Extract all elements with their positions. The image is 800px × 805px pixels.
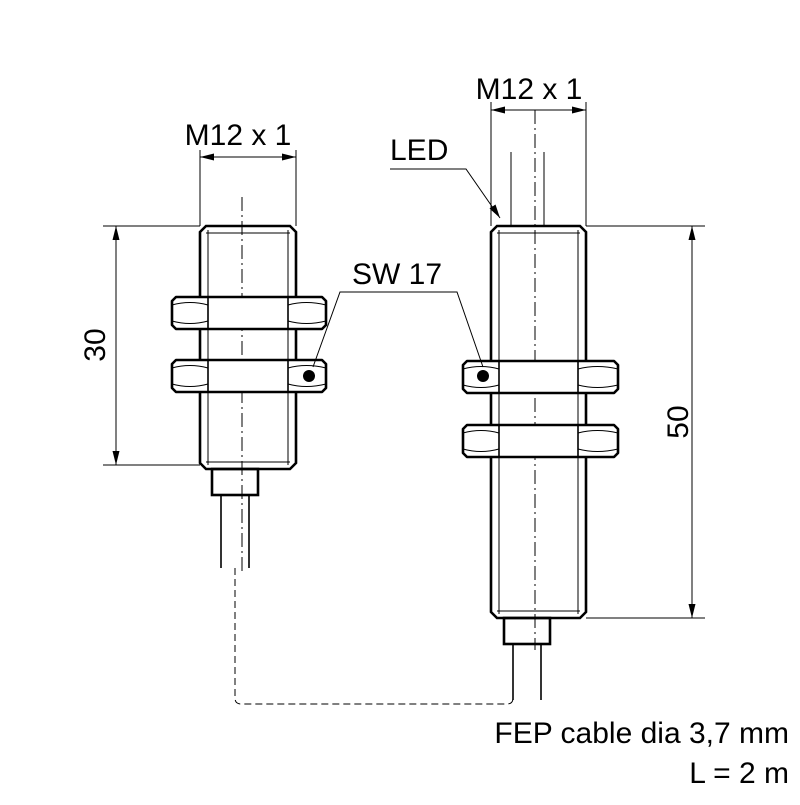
dim-arrow — [112, 451, 120, 465]
dim-arrow — [200, 153, 214, 161]
left-sensor-body — [198, 224, 298, 471]
right-nut-lower — [461, 423, 620, 459]
wrench-size-label: SW 17 — [352, 258, 442, 291]
wrench-leader-line — [312, 291, 484, 368]
cable-note-line2: L = 2 m — [689, 757, 789, 790]
cable-note: FEP cable dia 3,7 mm L = 2 m — [494, 717, 789, 790]
right-thread-label: M12 x 1 — [476, 73, 583, 106]
dim-arrow — [572, 106, 586, 114]
right-nut-upper — [461, 359, 620, 395]
dim-arrow — [688, 604, 696, 618]
left-thread-label: M12 x 1 — [185, 119, 292, 152]
left-nut-lower — [170, 358, 328, 394]
led-label: LED — [390, 134, 448, 167]
cable-connection-dashed — [234, 568, 514, 705]
left-sensor: M12 x 1 30 — [79, 119, 328, 575]
right-sensor: M12 x 1 50 LED — [390, 73, 705, 700]
dim-arrow — [282, 153, 296, 161]
wrench-size-callout: SW 17 — [312, 258, 484, 368]
left-nut-upper — [170, 295, 328, 331]
right-cable-gland — [502, 616, 552, 646]
left-length-label: 30 — [79, 328, 112, 361]
dim-arrow — [112, 226, 120, 240]
dim-arrow — [491, 106, 505, 114]
right-length-label: 50 — [662, 405, 695, 438]
right-sensor-body — [489, 224, 588, 620]
led-leader-line — [390, 168, 501, 219]
led-leader-arrow — [489, 204, 500, 218]
left-nut-marker — [303, 370, 315, 382]
right-nut-marker — [477, 370, 489, 382]
left-cable-gland — [210, 467, 260, 497]
cable-note-line1: FEP cable dia 3,7 mm — [494, 717, 789, 750]
dim-arrow — [688, 226, 696, 240]
